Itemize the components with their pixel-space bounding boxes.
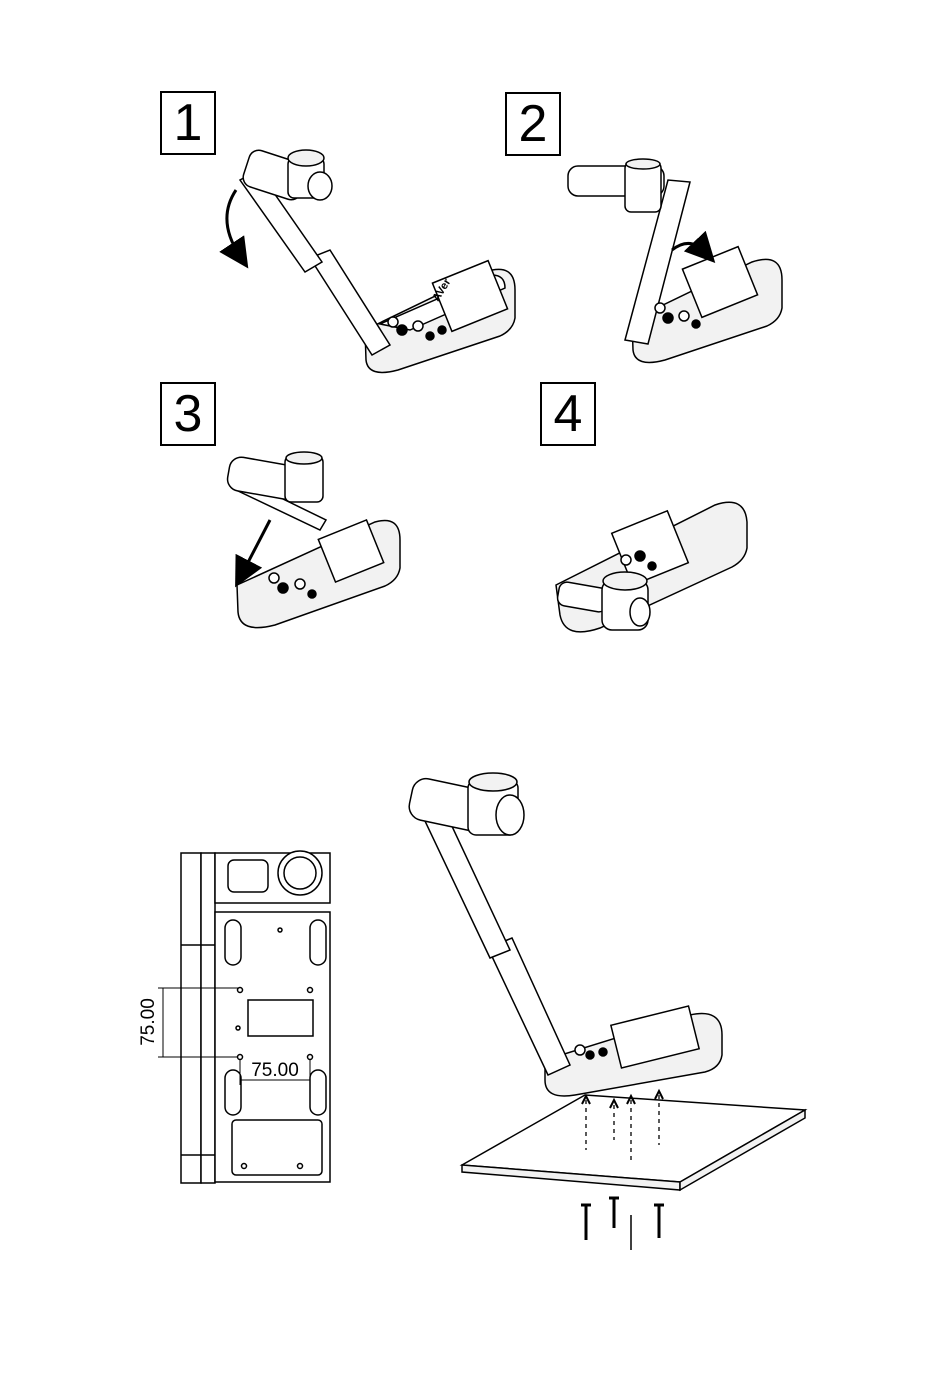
bottom-view-drawing: [181, 851, 330, 1183]
step-1-illustration: [227, 148, 515, 373]
horizontal-dimension-label: 75.00: [251, 1060, 299, 1081]
mounting-illustration: [407, 773, 805, 1190]
step-2-illustration: [568, 159, 782, 362]
step-3-illustration: [226, 452, 400, 628]
vertical-dimension-label: 75.00: [138, 998, 159, 1046]
step-4-illustration: [556, 502, 747, 632]
